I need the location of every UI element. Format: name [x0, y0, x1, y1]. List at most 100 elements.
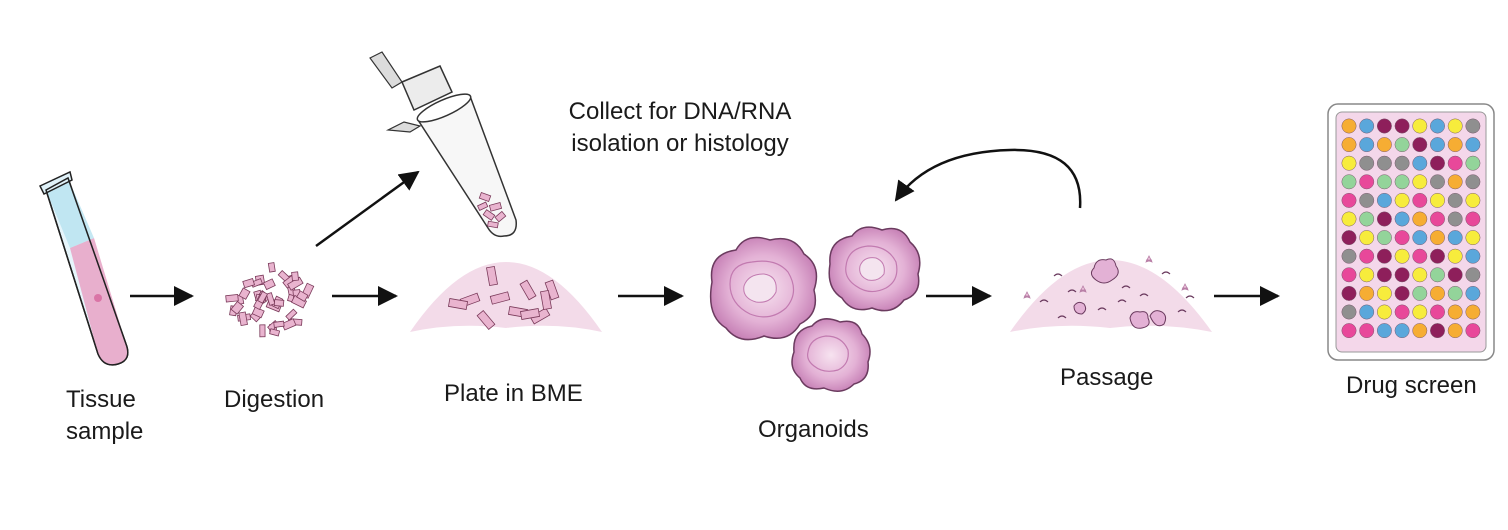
dome-fragment	[540, 289, 552, 311]
well	[1412, 230, 1428, 246]
well	[1376, 304, 1392, 320]
well	[1465, 248, 1481, 264]
well	[1341, 137, 1357, 153]
well	[1359, 174, 1375, 190]
tissue-fragment	[262, 278, 276, 291]
well	[1447, 267, 1463, 283]
step-label-plate: Plate in BME	[444, 380, 583, 407]
well	[1341, 118, 1357, 134]
well	[1376, 323, 1392, 339]
test-tube-icon	[38, 170, 129, 366]
tissue-fragment	[259, 324, 266, 338]
dome-fragment	[489, 291, 511, 305]
well	[1430, 211, 1445, 227]
well	[1341, 230, 1357, 246]
well	[1394, 323, 1410, 339]
tissue-fragment	[230, 300, 245, 315]
dome-fragment	[447, 298, 469, 310]
well	[1447, 285, 1463, 301]
well	[1341, 323, 1357, 339]
tissue-fragment	[267, 262, 276, 273]
well	[1412, 155, 1428, 171]
well	[1376, 118, 1392, 134]
well	[1412, 285, 1428, 301]
dome-fragment	[476, 309, 496, 331]
passage-loop-arrow	[894, 148, 1082, 209]
organoid-icon	[709, 226, 921, 392]
well	[1341, 267, 1357, 283]
tissue-fragments-icon	[225, 262, 315, 338]
well	[1394, 285, 1410, 301]
well	[1465, 118, 1481, 134]
dome-fragment	[519, 308, 541, 320]
tissue-fragment	[225, 294, 239, 303]
arrow-collect	[315, 170, 420, 248]
well	[1359, 118, 1375, 134]
well	[1465, 323, 1481, 339]
well	[1447, 230, 1463, 246]
well	[1412, 211, 1428, 227]
well	[1394, 230, 1410, 246]
well	[1447, 137, 1463, 153]
well	[1341, 192, 1357, 208]
tissue-fragment	[242, 277, 256, 289]
well	[1359, 304, 1375, 320]
well	[1430, 137, 1445, 153]
tissue-fragment	[285, 308, 298, 321]
well	[1412, 174, 1428, 190]
well	[1430, 118, 1445, 134]
well	[1412, 267, 1428, 283]
step-label-drug: Drug screen	[1346, 372, 1477, 399]
tissue-fragment	[238, 311, 248, 327]
well	[1376, 155, 1392, 171]
well	[1376, 267, 1392, 283]
tissue-fragment	[291, 271, 299, 282]
well	[1465, 230, 1481, 246]
well	[1359, 137, 1375, 153]
well	[1430, 285, 1445, 301]
well	[1359, 155, 1375, 171]
well	[1376, 174, 1392, 190]
step-label-tissue: Tissue sample	[66, 386, 144, 445]
well	[1465, 174, 1481, 190]
well	[1359, 285, 1375, 301]
well	[1359, 211, 1375, 227]
well	[1412, 192, 1428, 208]
step-label-collect: Collect for DNA/RNA isolation or histolo…	[568, 98, 792, 157]
well	[1341, 174, 1357, 190]
well	[1447, 192, 1463, 208]
well	[1341, 155, 1357, 171]
tissue-fragment	[273, 299, 285, 307]
tissue-fragment	[296, 290, 309, 302]
well	[1376, 137, 1392, 153]
well	[1359, 323, 1375, 339]
well	[1447, 323, 1463, 339]
dome-fragment	[486, 265, 498, 287]
well	[1394, 267, 1410, 283]
well	[1359, 267, 1375, 283]
well	[1447, 174, 1463, 190]
well	[1447, 211, 1463, 227]
passage-dome-icon	[1010, 255, 1212, 332]
tissue-fragment	[281, 318, 297, 331]
well	[1394, 137, 1410, 153]
well	[1376, 211, 1392, 227]
well	[1412, 248, 1428, 264]
well	[1447, 304, 1463, 320]
tissue-fragment	[257, 290, 268, 304]
well	[1430, 304, 1445, 320]
well	[1465, 155, 1481, 171]
tissue-fragment	[269, 328, 281, 337]
well	[1447, 248, 1463, 264]
well	[1430, 248, 1445, 264]
well	[1394, 118, 1410, 134]
step-label-digestion: Digestion	[224, 386, 325, 413]
well	[1412, 304, 1428, 320]
tissue-fragment	[273, 320, 285, 328]
well	[1376, 230, 1392, 246]
well	[1447, 155, 1463, 171]
well	[1430, 155, 1445, 171]
well	[1394, 192, 1410, 208]
well-plate-icon	[1327, 103, 1495, 361]
well	[1376, 248, 1392, 264]
